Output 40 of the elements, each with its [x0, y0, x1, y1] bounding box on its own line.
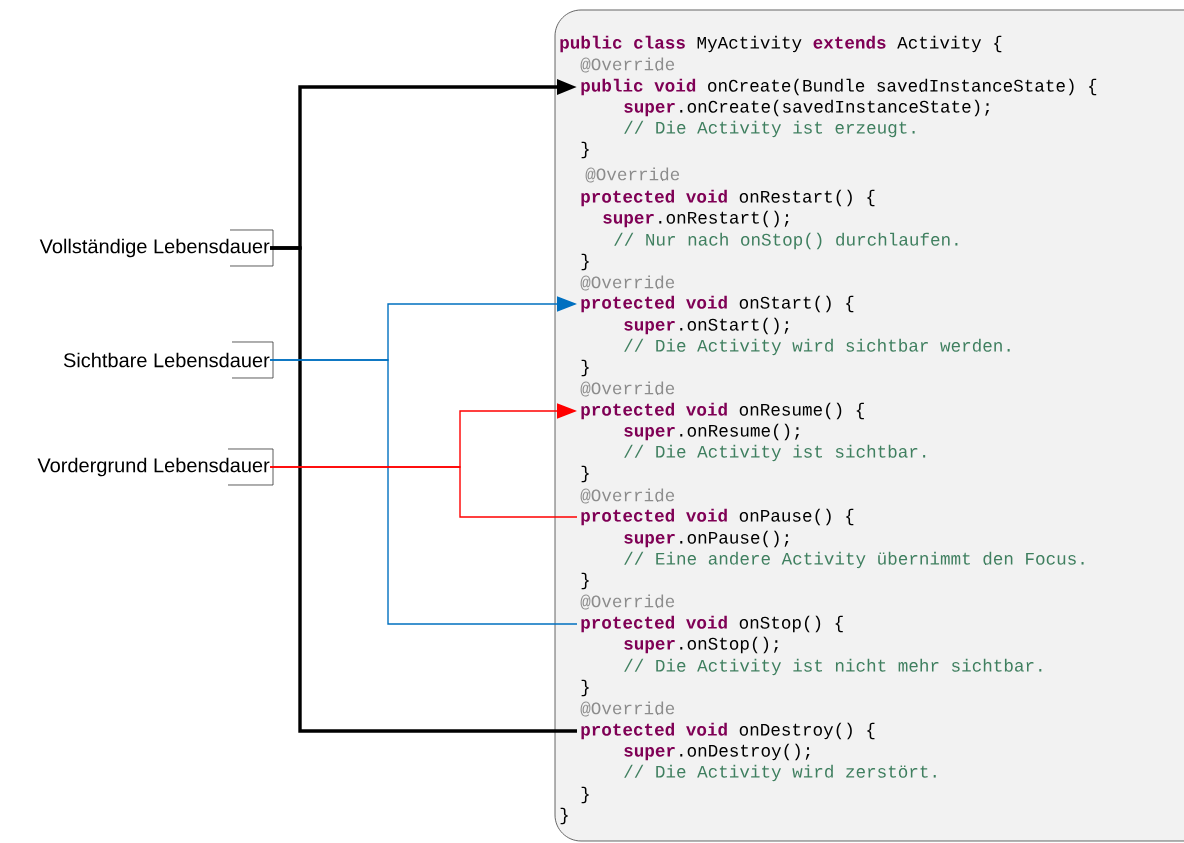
code-line: super.onDestroy(); [624, 743, 810, 761]
method-signature: protected void onStop() { [581, 615, 843, 633]
code-line: @Override [580, 275, 675, 291]
code-line: protected void onRestart() { [581, 189, 875, 207]
lifetime-label: Vordergrund Lebensdauer [37, 457, 270, 477]
code-line: @Override [585, 167, 680, 183]
method-signature: protected void onResume() { [581, 402, 864, 420]
code-line: } [581, 786, 589, 804]
code-line: } [581, 465, 589, 483]
code-line: @Override [580, 381, 675, 397]
code-line: super.onStop(); [624, 636, 778, 654]
code-line: } [581, 359, 589, 377]
code-line: } [581, 253, 589, 271]
code-line: @Override [580, 488, 675, 504]
code-line: // Die Activity wird sichtbar werden. [624, 338, 1010, 356]
code-line: // Die Activity ist sichtbar. [624, 444, 926, 462]
method-signature: protected void onDestroy() { [581, 722, 875, 740]
lifetime-label: Sichtbare Lebensdauer [63, 352, 270, 368]
code-line: } [581, 141, 589, 159]
code-line: @Override [580, 594, 675, 610]
code-line: // Die Activity ist erzeugt. [624, 120, 915, 138]
code-line: } [581, 572, 589, 590]
code-line: } [581, 679, 589, 697]
method-signature: public void onCreate(Bundle savedInstanceState) { [581, 78, 1097, 96]
method-signature: protected void onPause() { [581, 508, 854, 526]
code-line: } [560, 807, 568, 825]
method-signature: protected void onStart() { [581, 295, 854, 313]
code-line: // Die Activity wird zerstört. [624, 764, 936, 782]
code-line: super.onRestart(); [603, 210, 789, 228]
code-line: super.onPause(); [624, 530, 789, 548]
code-line: // Eine andere Activity übernimmt den Focus. [624, 551, 1084, 569]
code-line: super.onStart(); [624, 317, 789, 335]
code-line: // Nur nach onStop() durchlaufen. [614, 232, 958, 250]
code-line: @Override [580, 57, 675, 73]
lifetime-label: Vollständige Lebensdauer [39, 238, 270, 258]
code-line: super.onResume(); [624, 423, 799, 441]
code-line: public class MyActivity extends Activity { [560, 35, 1002, 53]
code-line: @Override [580, 701, 675, 717]
code-line: super.onCreate(savedInstanceState); [624, 99, 989, 117]
code-line: // Die Activity ist nicht mehr sichtbar. [624, 658, 1042, 676]
